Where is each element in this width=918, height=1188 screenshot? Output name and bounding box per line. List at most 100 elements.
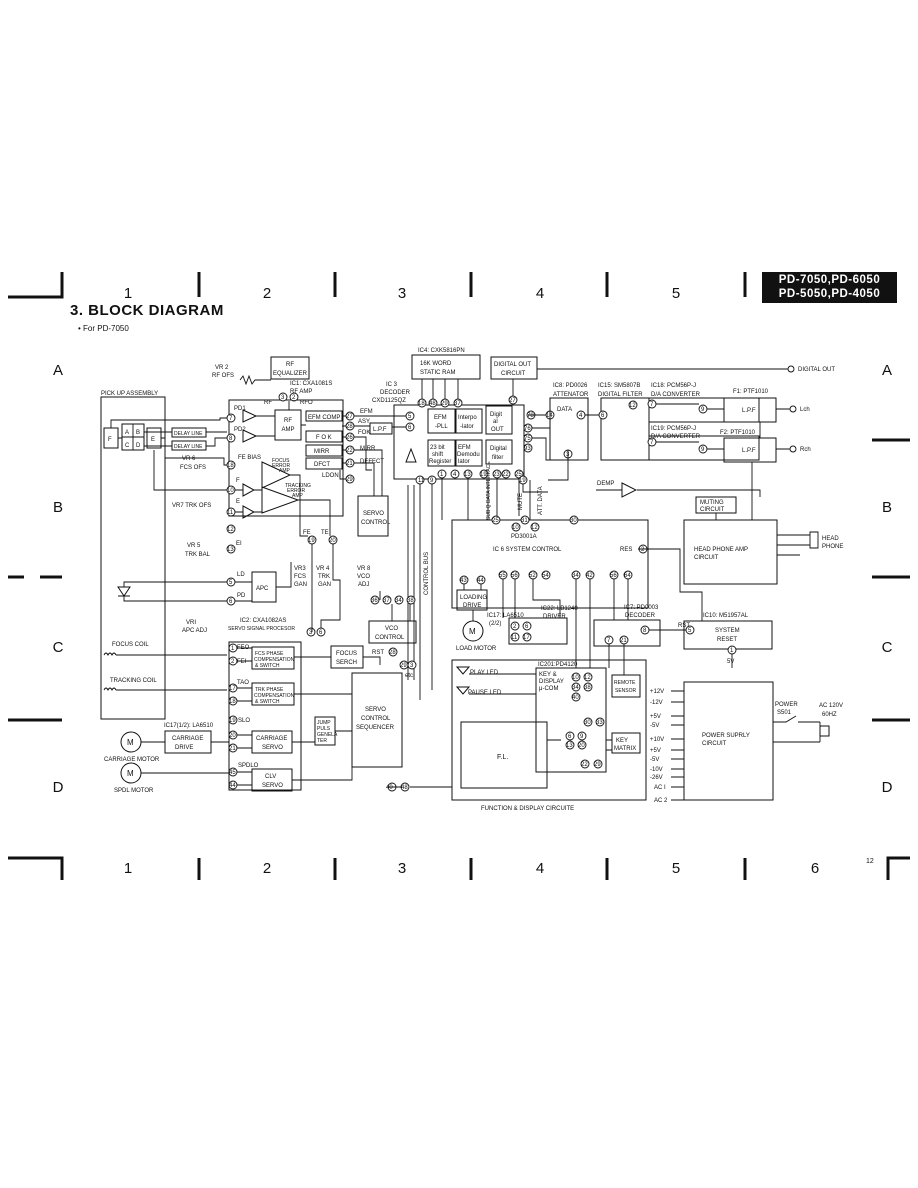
fcs-phase-3: & SWITCH bbox=[255, 663, 280, 669]
svg-text:2: 2 bbox=[292, 395, 296, 401]
fe-bias: FE BIAS bbox=[238, 455, 261, 461]
svg-text:11: 11 bbox=[511, 635, 518, 641]
svg-text:76: 76 bbox=[524, 426, 531, 432]
sig-fei: FEI bbox=[237, 659, 247, 665]
svg-text:11: 11 bbox=[418, 478, 425, 484]
delay-line-1: DELAY LINE bbox=[174, 431, 203, 437]
sig-pd1: PD1 bbox=[234, 406, 246, 412]
sig-fok: FOK bbox=[358, 430, 370, 436]
svg-text:18: 18 bbox=[229, 699, 236, 705]
power-switch-2: S501 bbox=[777, 710, 792, 716]
svg-text:28: 28 bbox=[346, 424, 353, 430]
focus-serch-1: FOCUS bbox=[336, 651, 357, 657]
ic201-3: DISPLAY bbox=[539, 679, 564, 685]
svg-text:29: 29 bbox=[594, 762, 601, 768]
rail-2: +5V bbox=[650, 714, 661, 720]
ic22-2: DRIVER bbox=[543, 614, 566, 620]
sig-data: DATA bbox=[557, 407, 572, 413]
sig-ld: LD bbox=[237, 572, 245, 578]
svg-text:6: 6 bbox=[601, 413, 605, 419]
svg-text:10: 10 bbox=[512, 525, 519, 531]
model-line-1: PD-7050,PD-6050 bbox=[778, 274, 881, 286]
pause-led: PAUSE LED bbox=[468, 690, 502, 696]
row-right-b: B bbox=[882, 499, 892, 516]
rst: RST bbox=[678, 623, 690, 629]
servo-seq-2: CONTROL bbox=[361, 716, 391, 722]
carriage-motor: CARRIAGE MOTOR bbox=[104, 757, 160, 763]
lpf-small: L.P.F bbox=[373, 427, 387, 433]
ldon: LDON bbox=[322, 473, 339, 479]
carriage-servo-2: SERVO bbox=[262, 745, 283, 751]
ic4-line2: 16K WORD bbox=[420, 361, 452, 367]
efm-comp: EFM COMP bbox=[308, 415, 340, 421]
delay-line-2: DELAY LINE bbox=[174, 444, 203, 450]
ic1-role: RF AMP bbox=[290, 389, 312, 395]
focus-serch-2: SERCH bbox=[336, 660, 357, 666]
svg-text:48: 48 bbox=[401, 785, 408, 791]
svg-text:42: 42 bbox=[586, 573, 593, 579]
sig-etc: etc bbox=[405, 673, 413, 679]
svg-text:A: A bbox=[125, 430, 129, 436]
svg-text:13: 13 bbox=[227, 547, 234, 553]
svg-text:13: 13 bbox=[464, 472, 471, 478]
sig-rf: RF bbox=[264, 400, 272, 406]
vr5-1: VR 5 bbox=[187, 543, 201, 549]
col-top-3: 3 bbox=[398, 285, 406, 302]
svg-text:31: 31 bbox=[521, 518, 528, 524]
svg-text:48: 48 bbox=[429, 401, 436, 407]
dout-1: Digit bbox=[490, 412, 502, 418]
svg-text:27: 27 bbox=[346, 414, 353, 420]
vr1-1: VRI bbox=[186, 620, 196, 626]
svg-text:10: 10 bbox=[572, 675, 579, 681]
demod-3: lator bbox=[458, 459, 470, 465]
display-section: PLAY LED PAUSE LED IC201:PD4120 KEY & DI… bbox=[451, 659, 647, 812]
vr8-3: ADJ bbox=[358, 582, 369, 588]
svg-text:7: 7 bbox=[607, 638, 611, 644]
ic7-2: DECODER bbox=[625, 613, 656, 619]
row-left-c: C bbox=[53, 639, 64, 656]
sig-rst: RST bbox=[372, 650, 384, 656]
demod-2: Demodu bbox=[457, 452, 480, 458]
ic3-1: IC 3 bbox=[386, 382, 398, 388]
jump-puls-4: TER bbox=[317, 738, 327, 744]
system-section: IC 6 SYSTEM CONTROL PD3001A RES 2 SUB Q … bbox=[451, 461, 773, 668]
svg-text:6: 6 bbox=[229, 599, 233, 605]
svg-text:55: 55 bbox=[499, 573, 506, 579]
svg-text:7: 7 bbox=[650, 402, 654, 408]
vr6-2: FCS OFS bbox=[180, 465, 206, 471]
svg-text:34: 34 bbox=[395, 598, 402, 604]
servo-control-1: SERVO bbox=[363, 511, 384, 517]
rail-9: AC I bbox=[654, 785, 666, 791]
sig-e: E bbox=[236, 499, 240, 505]
photodiode-e: E bbox=[151, 437, 155, 443]
svg-text:22: 22 bbox=[581, 762, 588, 768]
svg-text:1: 1 bbox=[440, 472, 444, 478]
rail-3: -5V bbox=[650, 723, 659, 729]
svg-text:20: 20 bbox=[329, 538, 336, 544]
ic4-line3: STATIC RAM bbox=[420, 370, 455, 376]
svg-text:1: 1 bbox=[231, 646, 235, 652]
svg-text:7: 7 bbox=[650, 440, 654, 446]
remote-sensor-1: REMOTE bbox=[614, 680, 636, 686]
ic1-pins: 3 2 7 8 18 10 11 12 13 5 6 27 28 26 22 2… bbox=[226, 392, 355, 606]
svg-text:12: 12 bbox=[584, 675, 591, 681]
svg-text:6: 6 bbox=[568, 734, 572, 740]
dout-2: al bbox=[493, 419, 498, 425]
svg-text:29: 29 bbox=[441, 401, 448, 407]
fcs-phase-2: COMPENSATION bbox=[254, 657, 295, 663]
ic17b-1: IC17: LA6510 bbox=[487, 613, 524, 619]
rf-amp-2: AMP bbox=[281, 427, 294, 433]
row-left-a: A bbox=[53, 362, 63, 379]
svg-text:20: 20 bbox=[229, 733, 236, 739]
muting-1: MUTING bbox=[700, 500, 724, 506]
vr5-2: TRK BAL bbox=[185, 552, 211, 558]
spdl-motor: SPDL MOTOR bbox=[114, 788, 154, 794]
svg-text:23: 23 bbox=[493, 472, 500, 478]
digital-out-label: DIGITAL OUT bbox=[798, 367, 835, 373]
svg-text:D: D bbox=[136, 443, 141, 449]
remote-sensor-2: SENSOR bbox=[615, 688, 637, 694]
vco-control-1: VCO bbox=[385, 626, 398, 632]
svg-text:22: 22 bbox=[502, 472, 509, 478]
svg-text:6: 6 bbox=[408, 425, 412, 431]
rch: Rch bbox=[800, 447, 811, 453]
